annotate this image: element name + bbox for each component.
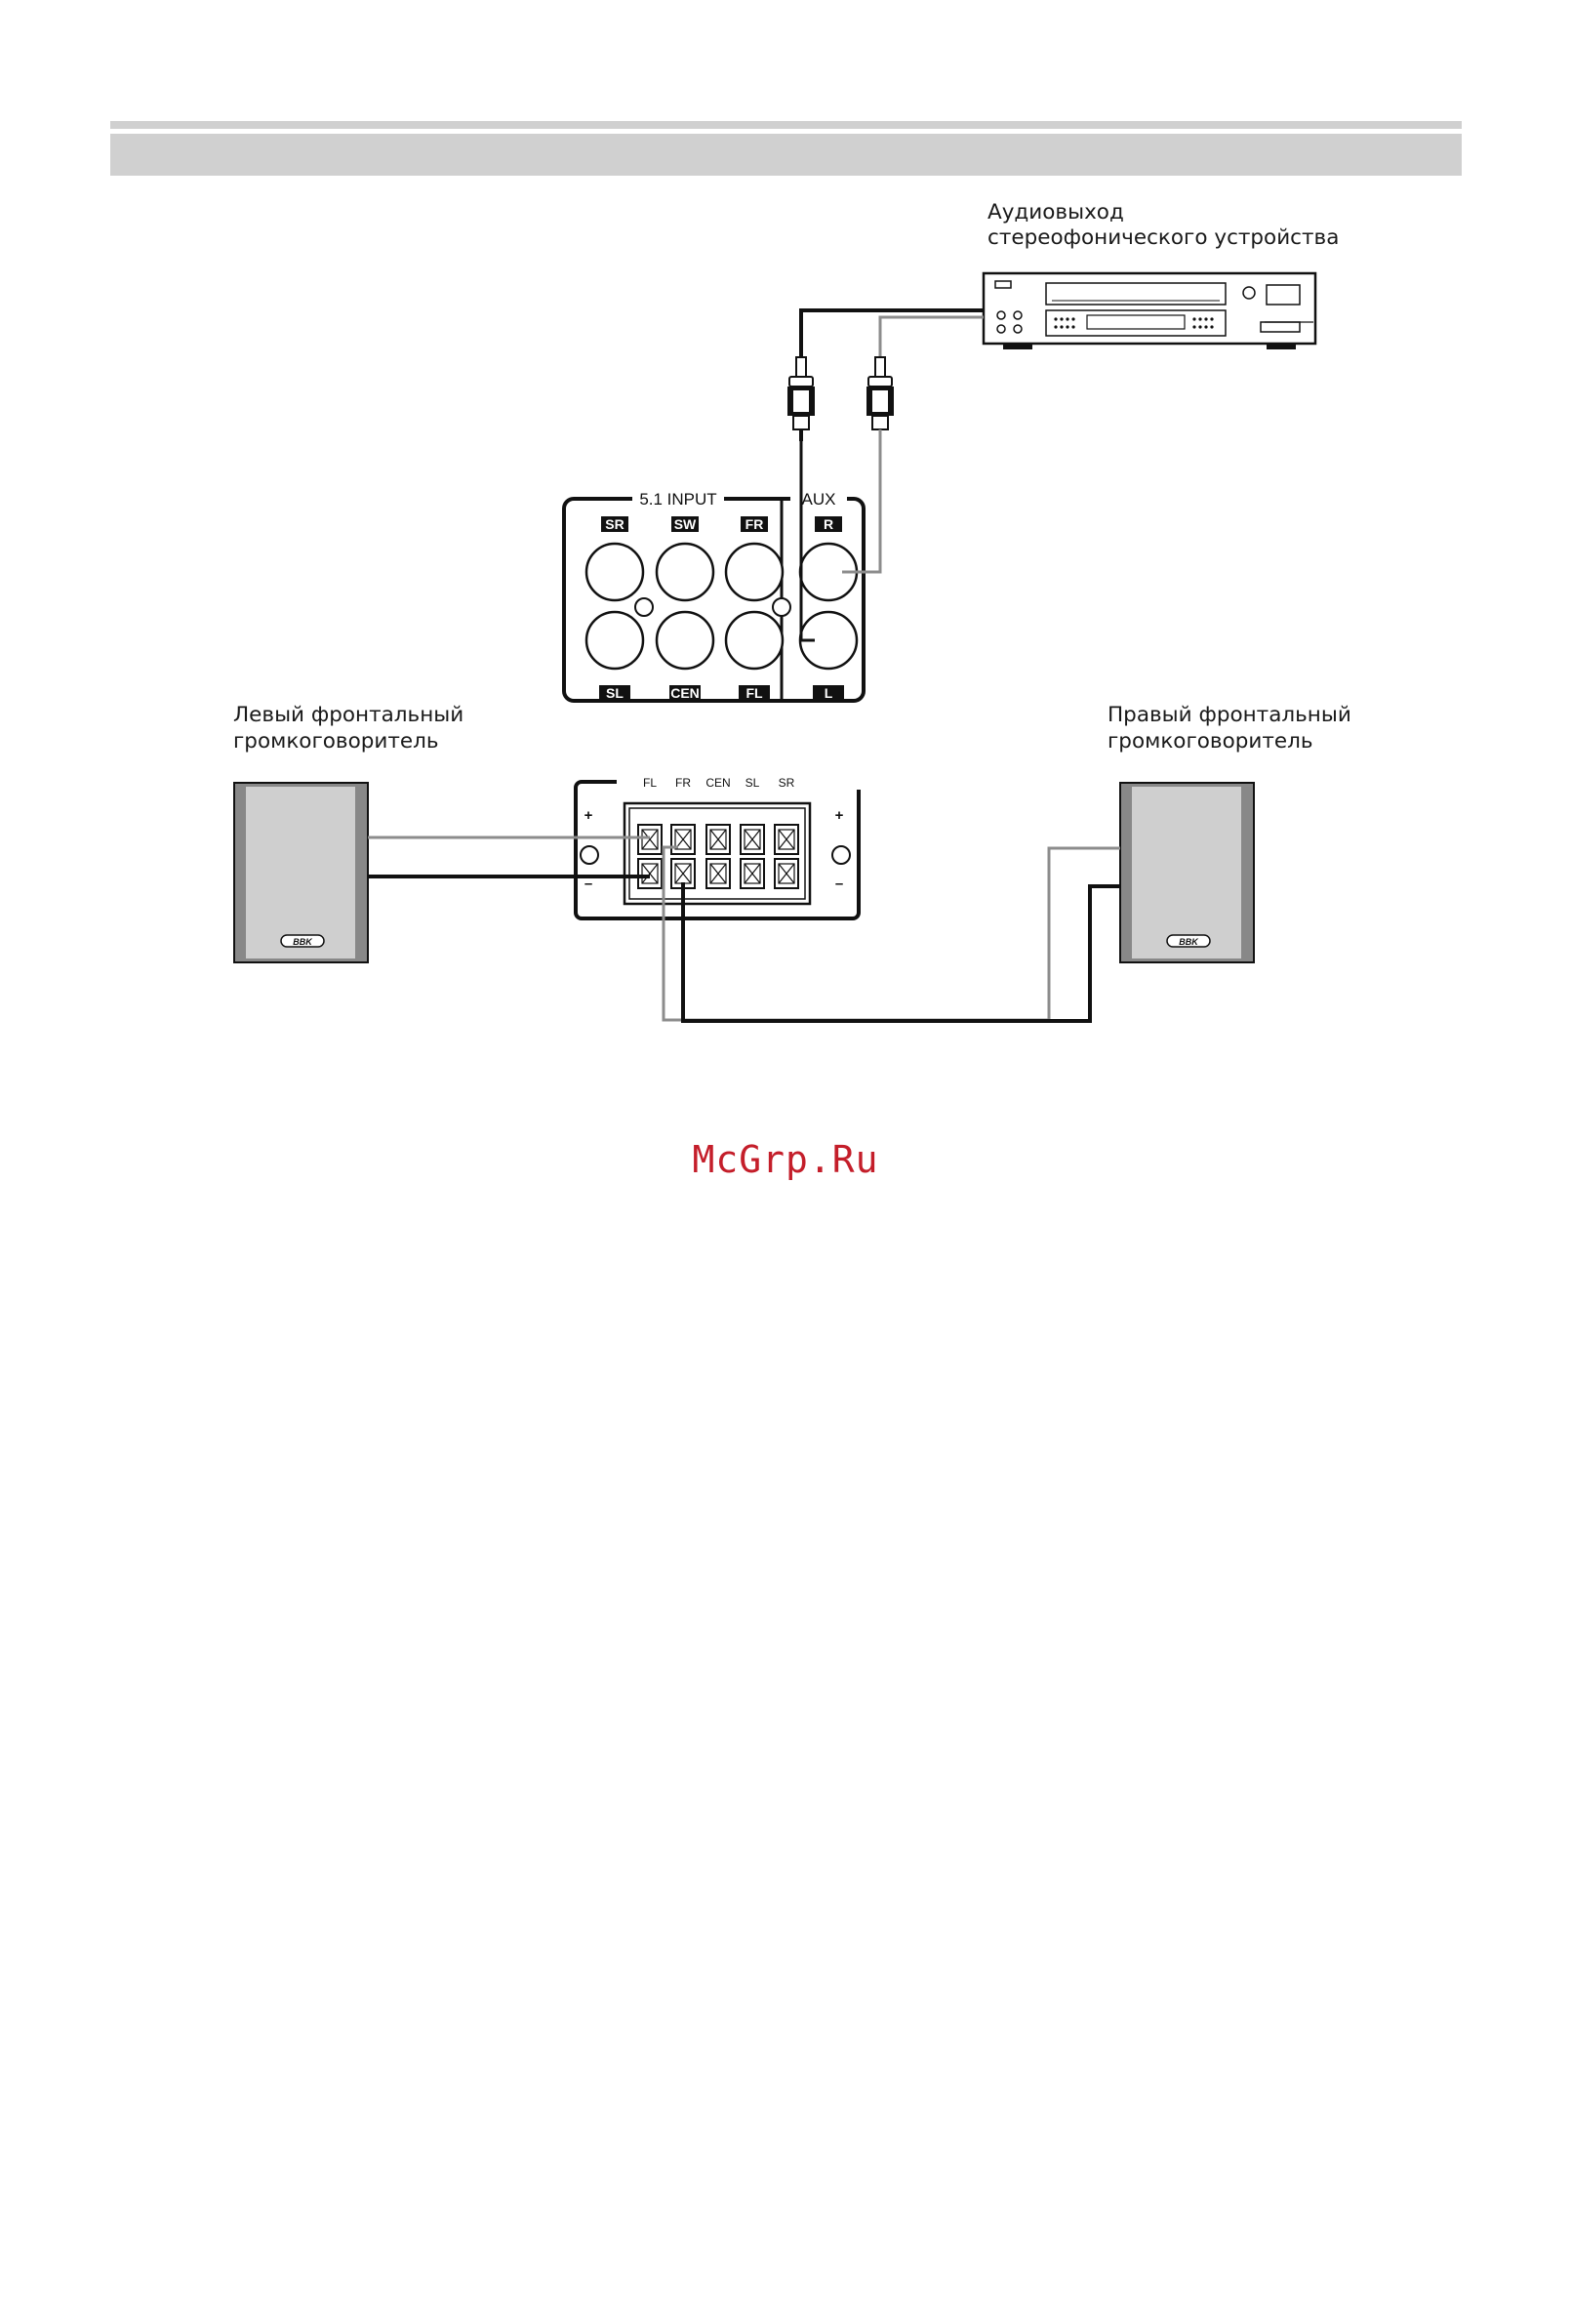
- speaker-terminal[interactable]: [775, 825, 798, 854]
- right-speaker: BBK: [1120, 783, 1254, 962]
- rca-cables: [787, 310, 984, 441]
- input-bottom-label: FL: [745, 685, 763, 701]
- input-section-label: 5.1 INPUT: [639, 490, 716, 509]
- left-speaker-logo: BBK: [293, 937, 313, 947]
- channel-label: SR: [779, 776, 795, 790]
- input-jack[interactable]: [657, 612, 713, 669]
- plus-left-label: +: [584, 807, 593, 824]
- stereo-device: [984, 273, 1315, 349]
- rca-plug-left: [787, 357, 815, 441]
- input-bottom-label: CEN: [670, 685, 700, 701]
- right-speaker-logo: BBK: [1179, 937, 1199, 947]
- channel-label: FR: [675, 776, 691, 790]
- input-jack[interactable]: [586, 612, 643, 669]
- input-top-label: SR: [605, 516, 624, 532]
- speaker-terminal[interactable]: [638, 825, 662, 854]
- input-jack[interactable]: [726, 612, 783, 669]
- left-speaker: BBK: [234, 783, 368, 962]
- speaker-terminal[interactable]: [706, 859, 730, 888]
- channel-label: CEN: [705, 776, 730, 790]
- channel-label: SL: [745, 776, 760, 790]
- input-bottom-label: L: [825, 685, 833, 701]
- speaker-terminal[interactable]: [741, 859, 764, 888]
- input-jack[interactable]: [657, 544, 713, 600]
- input-jack[interactable]: [726, 544, 783, 600]
- channel-label: FL: [643, 776, 657, 790]
- watermark: McGrp.Ru: [0, 1138, 1571, 1181]
- input-panel: 5.1 INPUT AUX SR SW FR R SL CEN FL L: [564, 488, 864, 701]
- speaker-terminal[interactable]: [671, 825, 695, 854]
- input-top-label: SW: [674, 516, 697, 532]
- speaker-terminal[interactable]: [638, 859, 662, 888]
- input-top-label: R: [824, 516, 833, 532]
- speaker-terminal[interactable]: [741, 825, 764, 854]
- input-top-label: FR: [745, 516, 764, 532]
- speaker-terminal[interactable]: [775, 859, 798, 888]
- minus-right-label: –: [835, 876, 843, 892]
- speaker-terminal[interactable]: [706, 825, 730, 854]
- input-bottom-label: SL: [606, 685, 624, 701]
- rca-plug-right: [866, 357, 894, 441]
- plus-right-label: +: [835, 807, 844, 824]
- aux-section-label: AUX: [802, 490, 836, 509]
- input-jack[interactable]: [586, 544, 643, 600]
